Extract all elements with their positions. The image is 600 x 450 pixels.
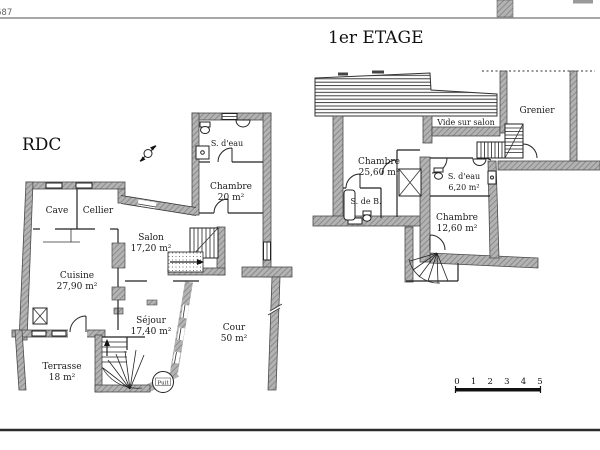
toilet-icon: [434, 172, 443, 180]
room-label-salon: Salon: [138, 233, 164, 243]
room-label-chambre2: Chambre: [436, 213, 478, 223]
room-area-chambre1: 25,60 m²: [359, 168, 400, 178]
room-label-chambre: Chambre: [210, 182, 252, 192]
stair-direction-arrow: [104, 339, 110, 346]
door-arc: [429, 234, 446, 251]
toilet-icon: [200, 126, 210, 134]
door-arc: [69, 315, 87, 333]
room-area-chambre: 20 m²: [218, 193, 245, 203]
first-floor-plan: Vide sur salon Grenier Chambre 25,60 m² …: [312, 70, 600, 284]
cour-east-wall: [267, 276, 281, 391]
room-label-s-eau-etage: S. d'eau: [448, 172, 480, 181]
room-label-sdb: S. de B.: [350, 197, 381, 206]
room-label-chambre1: Chambre: [358, 157, 400, 167]
sink-icon: [235, 119, 251, 128]
door-arc: [381, 159, 398, 176]
etage-fixtures: [343, 167, 497, 222]
scale-bar: 0 1 2 3 4 5: [454, 377, 543, 393]
rdc-salon-stairs: [167, 227, 219, 273]
room-label-s-eau: S. d'eau: [211, 139, 243, 148]
etage-title: 1er ETAGE: [328, 28, 424, 48]
scale-tick: 0: [454, 377, 459, 387]
sink-icon: [472, 158, 487, 166]
etage-partitions: [343, 149, 492, 218]
room-area-s-eau-etage: 6,20 m²: [448, 183, 479, 192]
rdc-title: RDC: [22, 135, 61, 155]
sheet-frame: 687: [0, 0, 600, 432]
compass-icon: [139, 145, 157, 162]
room-area-cour: 50 m²: [221, 334, 248, 344]
bathtub-icon: [343, 189, 356, 221]
room-label-cellier: Cellier: [83, 206, 114, 216]
door-arc: [345, 173, 361, 189]
room-label-terrasse: Terrasse: [42, 362, 81, 372]
room-area-salon: 17,20 m²: [131, 244, 172, 254]
scale-tick: 2: [487, 377, 492, 387]
toilet-icon: [433, 167, 444, 173]
cropped-wall-fragment: [573, 0, 593, 4]
roof-hatch: [314, 72, 498, 117]
rdc-winder-stairs: [101, 336, 145, 390]
rdc-fixtures: [32, 119, 251, 393]
room-area-sejour: 17,40 m²: [131, 327, 172, 337]
room-area-chambre2: 12,60 m²: [437, 224, 478, 234]
room-label-sejour: Séjour: [136, 315, 166, 326]
room-area-terrasse: 18 m²: [49, 373, 76, 383]
rdc-plan: S. d'eau Chambre 20 m² Cave Cellier Salo…: [11, 112, 293, 393]
room-label-cour: Cour: [223, 323, 246, 333]
grenier-stairs: [476, 123, 524, 159]
scale-tick: 4: [521, 377, 526, 387]
room-label-cuisine: Cuisine: [60, 271, 94, 281]
sheet-ref-number: 687: [0, 8, 12, 18]
scale-tick: 3: [504, 377, 509, 387]
door-arc: [217, 147, 233, 163]
rdc-doors: [69, 147, 233, 333]
well-circle: [152, 371, 174, 393]
scale-tick: 5: [537, 377, 542, 387]
room-label-vide-sur-salon: Vide sur salon: [436, 118, 495, 127]
stair-direction-arrow: [197, 259, 204, 265]
scale-tick: 1: [471, 377, 476, 387]
door-arc: [522, 143, 538, 159]
room-label-grenier: Grenier: [519, 106, 555, 116]
toilet-icon: [362, 214, 372, 222]
room-area-cuisine: 27,90 m²: [57, 282, 98, 292]
well-label: Puit: [157, 381, 169, 387]
cropped-wall-fragment: [496, 0, 514, 18]
etage-winder-stairs: [406, 252, 459, 284]
door-arc: [213, 198, 229, 214]
room-label-cave: Cave: [46, 206, 69, 216]
